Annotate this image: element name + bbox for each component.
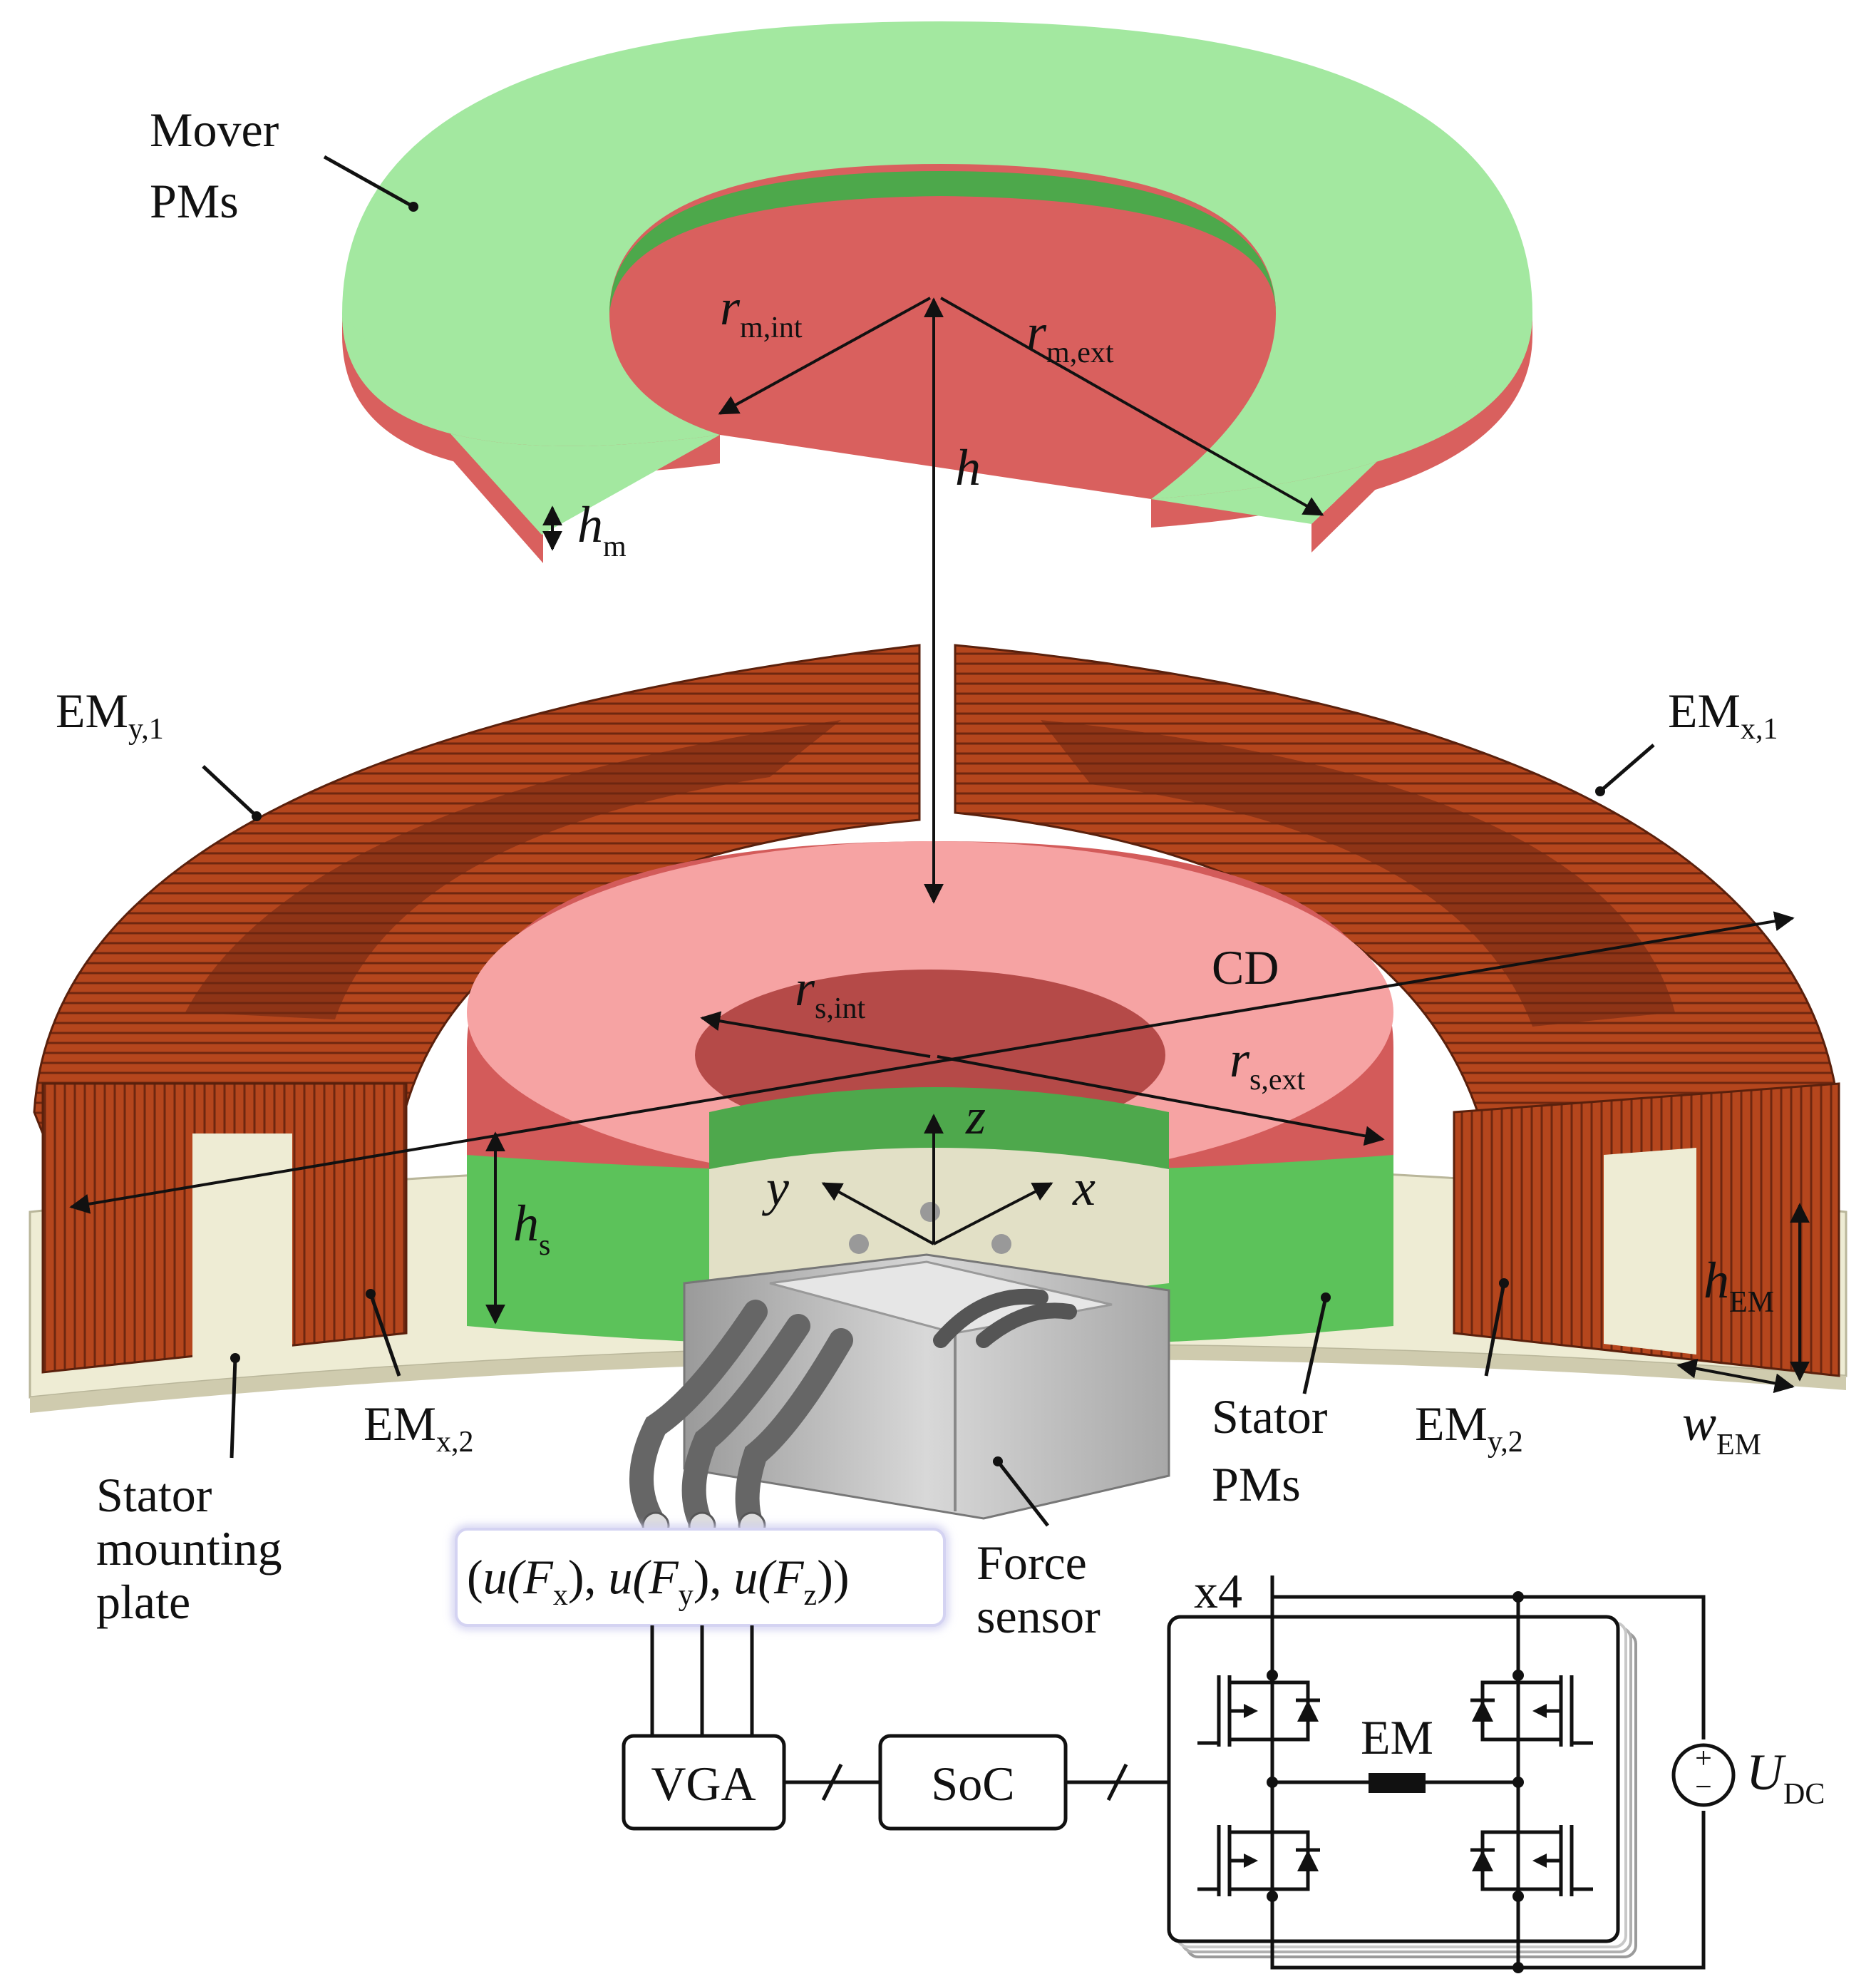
cd-dim-line — [69, 911, 1795, 1214]
r-m-ext-dim-line — [940, 297, 1324, 516]
vga-block: VGA — [622, 1734, 786, 1831]
stator-plate-label-l3: plate — [96, 1575, 190, 1629]
signal-box: (u(Fx), u(Fy), u(Fz)) — [453, 1526, 948, 1629]
svg-text:+: + — [1695, 1742, 1712, 1775]
r-s-ext-dim-line — [937, 1055, 1385, 1146]
mosfet-bottom-left — [1197, 1825, 1320, 1902]
h-m-label: hm — [577, 496, 627, 563]
em-x2-coil — [41, 1082, 408, 1374]
mosfet-top-left — [1197, 1670, 1320, 1747]
em-x2-label: EMx,2 — [364, 1397, 474, 1459]
signal-wires — [650, 1625, 754, 1736]
svg-text:−: − — [1695, 1771, 1712, 1804]
em-coil-symbol — [1369, 1773, 1426, 1793]
em-load-label: EM — [1361, 1710, 1433, 1764]
w-em-dim-line — [1676, 1358, 1795, 1394]
mosfet-bottom-right — [1470, 1825, 1593, 1902]
mover-pms-label-l1: Mover — [150, 103, 279, 157]
em-x1-label: EMx,1 — [1668, 684, 1778, 746]
h-s-label: hs — [513, 1195, 550, 1262]
em-y1-label: EMy,1 — [56, 684, 164, 746]
w-em-label: wEM — [1682, 1394, 1761, 1461]
force-signals-label: (u(Fx), u(Fy), u(Fz)) — [467, 1550, 849, 1612]
r-m-int-dim-line — [718, 297, 931, 415]
stator-plate-label-l2: mounting — [96, 1521, 282, 1576]
em-y2-label: EMy,2 — [1415, 1397, 1523, 1459]
dimension-lines — [69, 297, 1810, 1394]
dimension-labels: rm,int rm,ext h hm rs,int rs,ext hs hEM … — [513, 279, 1774, 1461]
h-bridge-stack: x4 EM — [1167, 1564, 1825, 1973]
force-sensor-label-l2: sensor — [976, 1589, 1101, 1643]
cd-label: CD — [1212, 940, 1279, 994]
r-s-ext-label: rs,ext — [1230, 1031, 1306, 1096]
component-labels: Mover PMs EMy,1 EMx,1 EMx,2 EMy,2 CD Sta… — [56, 103, 1778, 1643]
svg-text:SoC: SoC — [931, 1757, 1014, 1811]
h-label: h — [955, 439, 981, 496]
x4-label: x4 — [1194, 1564, 1242, 1618]
axis-z-label: z — [965, 1088, 986, 1145]
mover-pms — [342, 21, 1532, 563]
r-m-ext-label: rm,ext — [1026, 304, 1114, 369]
h-em-label: hEM — [1704, 1252, 1774, 1319]
mosfet-top-right — [1470, 1670, 1593, 1747]
mover-pms-label-l2: PMs — [150, 174, 239, 228]
stator-pms-label-l1: Stator — [1212, 1389, 1328, 1444]
leader-lines — [202, 155, 1655, 1527]
svg-text:VGA: VGA — [651, 1757, 756, 1811]
axis-x-label: x — [1072, 1159, 1096, 1216]
em-y2-coil — [1453, 1082, 1840, 1377]
r-s-int-label: rs,int — [795, 960, 866, 1025]
coordinate-axes — [821, 1114, 1053, 1245]
force-sensor-label-l1: Force — [976, 1536, 1087, 1590]
stator-pms-label-l2: PMs — [1212, 1457, 1301, 1511]
soc-block: SoC — [878, 1734, 1068, 1831]
r-s-int-dim-line — [700, 1011, 931, 1058]
udc-label: UDC — [1746, 1744, 1825, 1811]
axis-y-label: y — [761, 1159, 789, 1216]
force-sensor — [629, 1202, 1170, 1540]
stator-plate-label-l1: Stator — [96, 1468, 212, 1522]
dc-source: + − UDC — [1671, 1742, 1825, 1811]
r-m-int-label: rm,int — [720, 279, 803, 344]
